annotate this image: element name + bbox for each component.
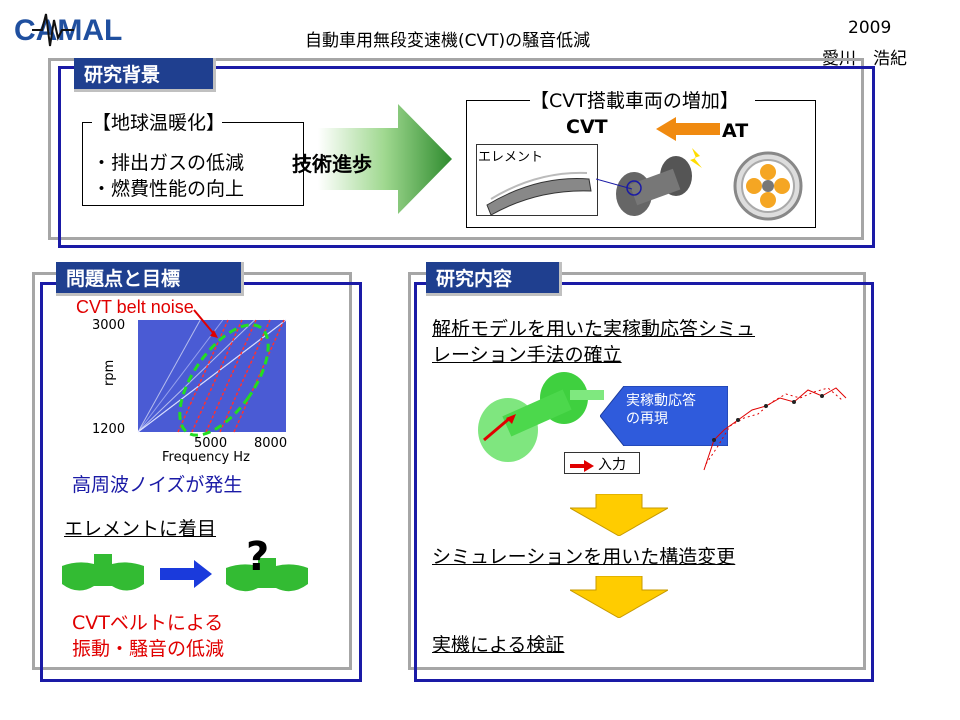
spectrogram-harmonic-line	[137, 319, 224, 433]
spectrogram-noise-band	[219, 319, 271, 433]
research-frame	[414, 282, 874, 682]
callout-line1: 実稼動応答	[626, 393, 696, 409]
y-axis-label: rpm	[102, 359, 117, 386]
research-frame-shadow	[408, 272, 866, 670]
global-warming-box	[82, 122, 304, 206]
step1-line1: 解析モデルを用いた実稼動応答シミュ	[432, 318, 756, 340]
spectrogram-harmonic-line	[137, 319, 256, 433]
year: 2009	[848, 18, 892, 38]
belt-noise-caption: CVT belt noise	[76, 297, 194, 317]
page-title: 自動車用無段変速機(CVT)の騒音低減	[305, 31, 591, 51]
at-gear-icon	[732, 150, 804, 222]
emission-reduction-text: ・排出ガスの低減	[92, 152, 245, 174]
logo: CAMAL	[12, 8, 132, 48]
cvt-label: CVT	[566, 116, 608, 138]
spectrogram-noise-band	[205, 319, 257, 433]
tech-progress-label: 技術進歩	[292, 152, 372, 176]
element-image-box	[476, 144, 598, 216]
fuel-efficiency-text: ・燃費性能の向上	[92, 178, 245, 200]
input-legend-box	[564, 452, 640, 474]
background-frame-shadow	[48, 58, 864, 240]
focus-element-text: エレメントに着目	[64, 518, 217, 540]
belt-noise-highlight	[178, 323, 270, 437]
goal-line1: CVTベルトによる	[72, 612, 224, 634]
cvt-increase-title: 【CVT搭載車両の増加】	[530, 88, 755, 114]
cvt-belt-icon	[612, 146, 708, 226]
callout-line2: の再現	[626, 411, 668, 427]
spectrogram-noise-band	[233, 319, 285, 433]
global-warming-heading: 【地球温暖化】	[92, 112, 226, 134]
input-legend-label: 入力	[598, 457, 626, 473]
question-mark: ?	[246, 534, 270, 580]
background-frame	[58, 66, 875, 248]
spectrogram-noise-band	[191, 319, 243, 433]
research-section-label: 研究内容	[426, 262, 562, 296]
spectrogram-harmonic-line	[137, 319, 201, 433]
element-after-image	[222, 546, 312, 602]
y-tick-bottom: 1200	[92, 422, 126, 437]
step2-text: シミュレーションを用いた構造変更	[432, 546, 736, 568]
author: 愛川 浩紀	[822, 49, 907, 69]
analysis-model-image	[470, 368, 610, 468]
background-section-label: 研究背景	[74, 58, 216, 92]
high-frequency-noise-text: 高周波ノイズが発生	[72, 474, 243, 496]
x-tick-8000: 8000	[254, 436, 288, 451]
tech-progress-arrow	[318, 104, 458, 214]
input-legend-arrow	[570, 457, 594, 472]
at-to-cvt-arrow	[656, 117, 720, 141]
goal-line2: 振動・騒音の低減	[72, 638, 225, 660]
x-axis-label: Frequency Hz	[162, 450, 250, 465]
right-arrow-icon	[160, 560, 212, 588]
noise-spectrogram	[74, 300, 304, 470]
response-plot	[694, 380, 854, 472]
element-before-image	[58, 546, 148, 602]
y-tick-top: 3000	[92, 318, 126, 333]
element-caption: エレメント	[478, 150, 544, 165]
pointer-line	[595, 176, 636, 190]
problem-section-label: 問題点と目標	[56, 262, 244, 296]
x-tick-5000: 5000	[194, 436, 228, 451]
down-arrow-1	[568, 493, 670, 537]
down-arrow-2	[568, 575, 670, 619]
step3-text: 実機による検証	[432, 634, 565, 656]
at-label: AT	[722, 120, 749, 142]
step1-line2: レーション手法の確立	[432, 344, 622, 366]
